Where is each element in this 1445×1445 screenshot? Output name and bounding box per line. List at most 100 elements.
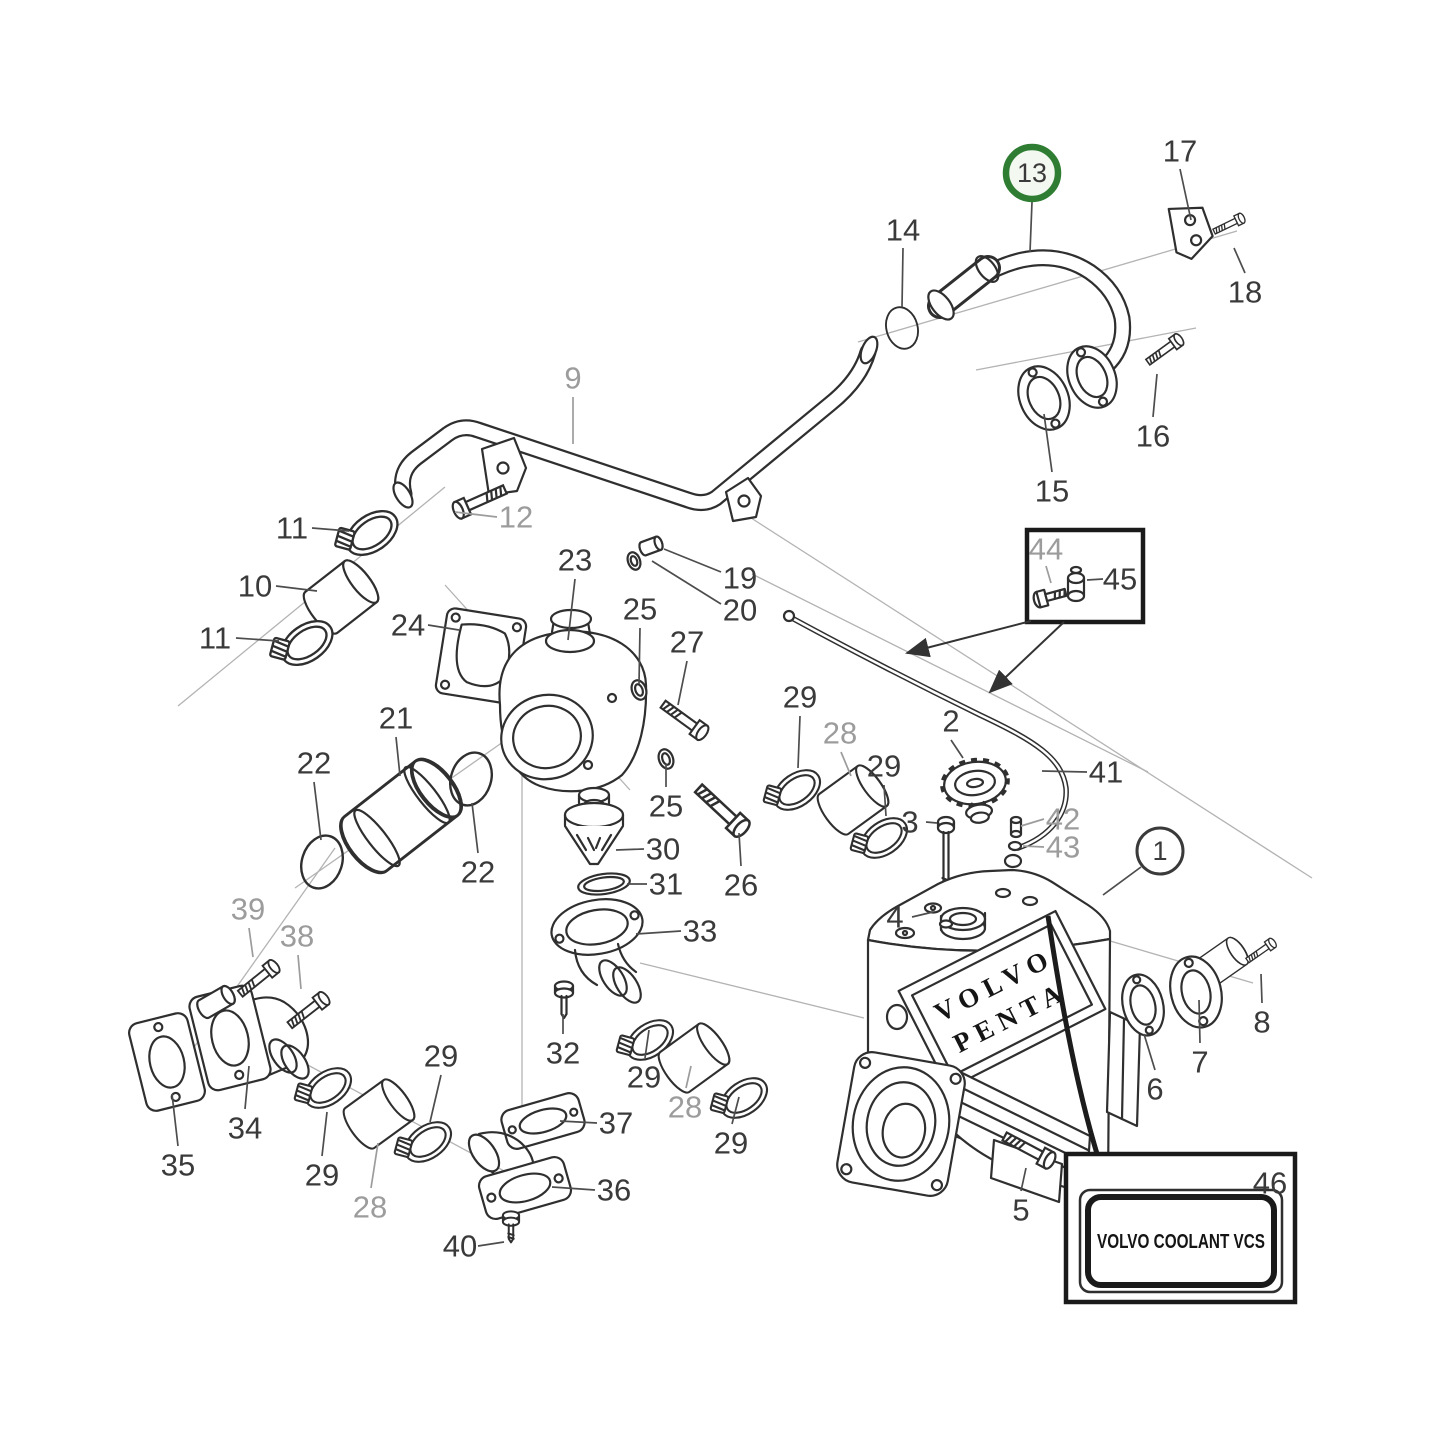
part-number-label: 32 [546,1036,580,1071]
part-number-label: 25 [649,789,683,824]
part-number-label: 12 [499,500,533,535]
leader-line [901,247,904,308]
part-drawing-vent-hose-41 [782,609,1069,851]
part-number-label: 5 [1012,1193,1029,1228]
part-drawing-connector-7 [1169,933,1253,1029]
leader-line [615,848,645,851]
part-number-label: 23 [558,543,592,578]
part-number-label: 28 [823,716,857,751]
leader-line [1020,818,1045,827]
part-number-label: 35 [161,1148,195,1183]
leader-line [321,1111,328,1157]
leader-line [429,1074,442,1123]
part-drawing-elbow-33 [550,898,644,1004]
part-drawing-bolt-27 [657,696,712,744]
leader-line [1020,1167,1027,1192]
part-drawing-oring-22 [293,828,351,896]
leader-line [427,624,460,631]
part-number-label: 44 [1029,532,1063,567]
leader-line [1102,866,1142,896]
part-number-label: 22 [461,855,495,890]
leader-line [663,548,722,573]
leader-line [551,1186,596,1191]
part-number-label: 29 [305,1158,339,1193]
leader-line [883,784,887,817]
leader-line [1143,1033,1156,1071]
sleeve-rib [403,765,451,825]
part-number-label: 37 [599,1106,633,1141]
leader-line [731,1096,740,1125]
part-number-label: 28 [353,1190,387,1225]
leader-line [559,1120,598,1124]
part-number-label: 28 [668,1090,702,1125]
part-drawing-clamp-29 [755,757,829,824]
part-number-label: 15 [1035,474,1069,509]
leader-line [1179,168,1192,221]
part-number-label: 16 [1136,419,1170,454]
leader-line [635,930,682,935]
leader-line [1152,373,1158,418]
part-number-label: 31 [649,867,683,902]
part-drawing-thermostat-housing-23 [498,608,648,793]
part-drawing-nut-20 [626,551,642,571]
part-number-label: 38 [280,919,314,954]
leader-line [1043,413,1053,473]
leader-line [370,1142,379,1189]
part-number-label: 27 [670,625,704,660]
part-drawing-gasket-35 [128,1012,206,1112]
part-drawing-gasket-37 [500,1092,586,1150]
leader-line [1260,973,1263,1004]
part-number-label: 41 [1089,755,1123,790]
detail-box-44-45 [905,527,1146,694]
leader-line [1198,999,1201,1044]
part-number-label: 17 [1163,134,1197,169]
part-number-label: 29 [627,1060,661,1095]
part-drawing-ring-25 [630,679,648,701]
leader-line [638,627,641,685]
part-number-label: 21 [379,701,413,736]
part-number-label: 39 [231,892,265,927]
leader-line [1045,565,1052,584]
leader-line [454,511,498,518]
part-number-label: 26 [724,868,758,903]
part-drawing-bolt-16 [1143,331,1187,369]
leader-line [311,527,350,532]
leader-line [275,585,318,592]
leader-line [840,751,852,777]
part-number-label: 9 [564,361,581,396]
leader-line [685,1065,692,1089]
label-leader-thick [1045,915,1101,1158]
part-number-label: 11 [199,621,231,656]
leader-line [471,802,479,854]
part-drawing-pressure-cap-2 [940,757,1010,824]
part-drawing-bracket-17 [1167,206,1214,261]
leader-line [477,1241,505,1247]
leader-line [797,715,801,769]
part-drawing-oring-14 [880,302,924,354]
leader-line [677,660,688,706]
leader-line [644,1029,650,1059]
part-drawing-gasket-6 [1121,973,1165,1037]
part-number-label: 6 [1146,1072,1163,1107]
part-number-label: 20 [723,593,757,628]
part-drawing-housing-34 [188,984,310,1092]
part-number-label: 3 [901,805,918,840]
coolant-label-text: VOLVO COOLANT VCS [1097,1231,1265,1253]
part-number-label: 30 [646,832,680,867]
part-number-label: 29 [867,749,901,784]
leader-line [1041,770,1088,773]
part-drawing-elbow-36 [467,1131,573,1221]
part-drawing-clamp-11 [326,496,407,571]
leader-line [297,954,302,990]
callout-circle [1135,826,1185,876]
leader-line [1233,247,1246,274]
leader-line [911,911,934,918]
highlight-circle [1002,143,1062,203]
part-drawing-gasket-15 [1017,365,1071,431]
part-number-label: 8 [1253,1005,1270,1040]
leader-line [567,578,576,641]
leader-line [235,637,280,642]
part-number-label: 24 [391,608,425,643]
part-number-label: 7 [1191,1045,1208,1080]
